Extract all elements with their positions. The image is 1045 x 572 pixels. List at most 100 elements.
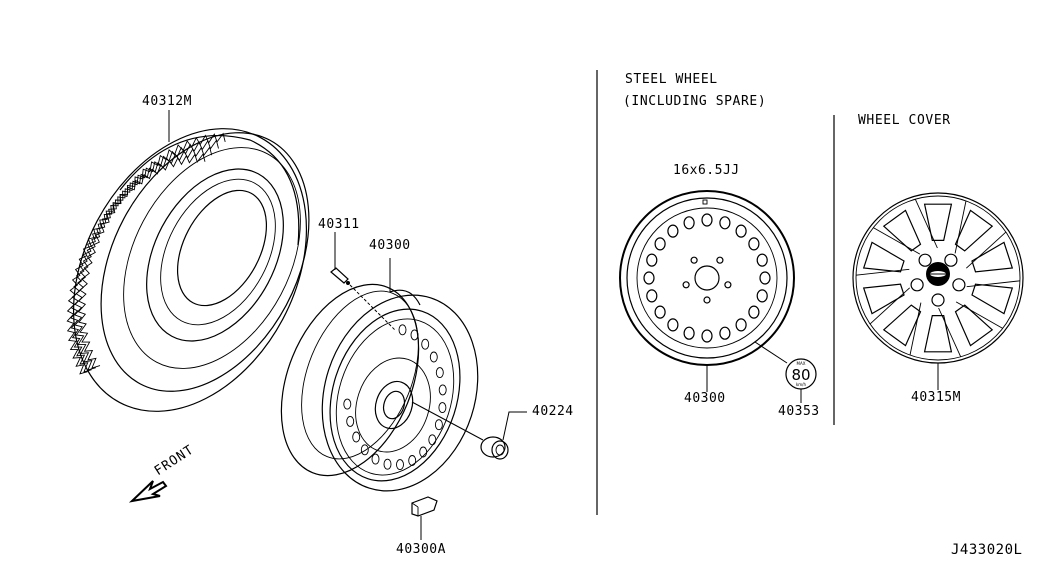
cover-window <box>971 283 1014 315</box>
vent-hole <box>756 253 768 267</box>
vent-hole <box>683 326 695 340</box>
lug-cap <box>952 278 966 292</box>
wheel-size-label: 16x6.5JJ <box>673 163 740 178</box>
vent-hole <box>396 459 404 471</box>
vent-hole <box>735 224 747 238</box>
ventilation-holes <box>343 324 447 471</box>
cover-window <box>971 241 1014 273</box>
vent-hole <box>419 446 428 458</box>
lug-hole <box>682 281 690 289</box>
speed-label-top: MAX <box>797 361 806 366</box>
wheel-cover-drawing[interactable] <box>852 192 1024 364</box>
vent-hole <box>701 213 713 227</box>
lug-hole <box>690 256 698 264</box>
part-number-40224[interactable]: 40224 <box>532 404 574 419</box>
part-number-40300-front[interactable]: 40300 <box>684 391 726 406</box>
steel-wheel-title: STEEL WHEEL <box>625 72 718 87</box>
cover-lug-caps <box>910 253 966 307</box>
lug-hole <box>703 296 711 304</box>
front-arrow-icon <box>128 480 168 503</box>
vent-hole <box>667 224 679 238</box>
vent-hole <box>360 444 369 456</box>
lug-cap <box>918 253 932 267</box>
part-number-40300A[interactable]: 40300A <box>396 542 446 557</box>
part-number-40312M[interactable]: 40312M <box>142 94 192 109</box>
vent-hole <box>408 455 417 466</box>
speed-label-drawing[interactable]: MAX 80 km/h <box>785 358 817 390</box>
wheel-cover-title: WHEEL COVER <box>858 113 951 128</box>
tire-drawing[interactable] <box>27 88 353 451</box>
vent-hole <box>428 434 437 446</box>
tread-row <box>70 146 213 373</box>
spoke-line <box>869 287 911 325</box>
vent-hole <box>346 415 355 427</box>
leader-40224 <box>502 411 527 441</box>
vent-hole <box>646 253 658 267</box>
part-number-40353[interactable]: 40353 <box>778 404 820 419</box>
cover-window <box>862 241 905 273</box>
dashline-lugnut <box>411 401 484 441</box>
speed-label-unit: km/h <box>796 382 807 387</box>
vent-hole <box>654 305 666 319</box>
vent-hole <box>383 458 392 470</box>
vent-hole <box>759 271 771 285</box>
vent-hole <box>398 324 407 336</box>
cover-window <box>954 209 994 252</box>
lug-hole <box>724 281 732 289</box>
lug-cap <box>931 293 945 307</box>
vent-hole <box>719 216 731 230</box>
tread-row <box>66 153 206 375</box>
lug-cap <box>910 278 924 292</box>
vent-hole <box>756 289 768 303</box>
steel-wheel-front-drawing[interactable] <box>619 190 795 366</box>
spoke-line <box>938 307 962 357</box>
diagram-code: J433020L <box>951 542 1023 558</box>
speed-label-value: 80 <box>791 366 810 384</box>
spoke-line <box>855 268 910 276</box>
vent-hole <box>643 271 655 285</box>
leader-speed-label <box>754 341 788 364</box>
part-number-40300-wheel[interactable]: 40300 <box>369 238 411 253</box>
spoke-line <box>965 231 1007 269</box>
cover-window <box>882 209 922 252</box>
part-number-40315M[interactable]: 40315M <box>911 390 961 405</box>
vent-hole <box>434 419 443 431</box>
vent-hole <box>352 431 361 443</box>
spoke-line <box>954 200 967 254</box>
valve-drawing[interactable] <box>330 267 350 285</box>
vent-hole <box>438 384 447 396</box>
lug-hole <box>716 256 724 264</box>
vent-hole <box>429 351 438 363</box>
vent-hole <box>683 216 695 230</box>
cover-window <box>923 315 953 353</box>
cover-window <box>862 283 905 315</box>
tread-pattern <box>66 132 226 375</box>
vent-hole <box>719 326 731 340</box>
vent-hole <box>748 305 760 319</box>
vent-hole <box>371 453 380 465</box>
spoke-line <box>873 227 921 255</box>
vent-hole <box>421 338 430 350</box>
vent-hole <box>701 329 713 343</box>
wheel-drawing[interactable] <box>255 264 502 511</box>
vent-hole <box>410 329 419 341</box>
lug-holes <box>682 256 732 304</box>
tread-row <box>74 139 219 371</box>
lug-nut-drawing[interactable] <box>480 436 509 460</box>
vent-hole <box>735 318 747 332</box>
vent-hole <box>435 367 444 379</box>
part-number-40311[interactable]: 40311 <box>318 217 360 232</box>
steel-wheel-subtitle: (INCLUDING SPARE) <box>623 94 767 109</box>
vent-hole <box>438 402 447 414</box>
vent-hole <box>654 237 666 251</box>
cover-window <box>882 304 922 347</box>
spoke-line <box>955 301 1003 329</box>
balance-weight-drawing[interactable] <box>411 496 438 517</box>
spoke-line <box>914 199 938 249</box>
vent-hole <box>748 237 760 251</box>
dashline-valve <box>349 284 396 331</box>
vent-hole <box>343 398 352 410</box>
vent-hole <box>667 318 679 332</box>
vent-hole <box>646 289 658 303</box>
cover-window <box>954 304 994 347</box>
